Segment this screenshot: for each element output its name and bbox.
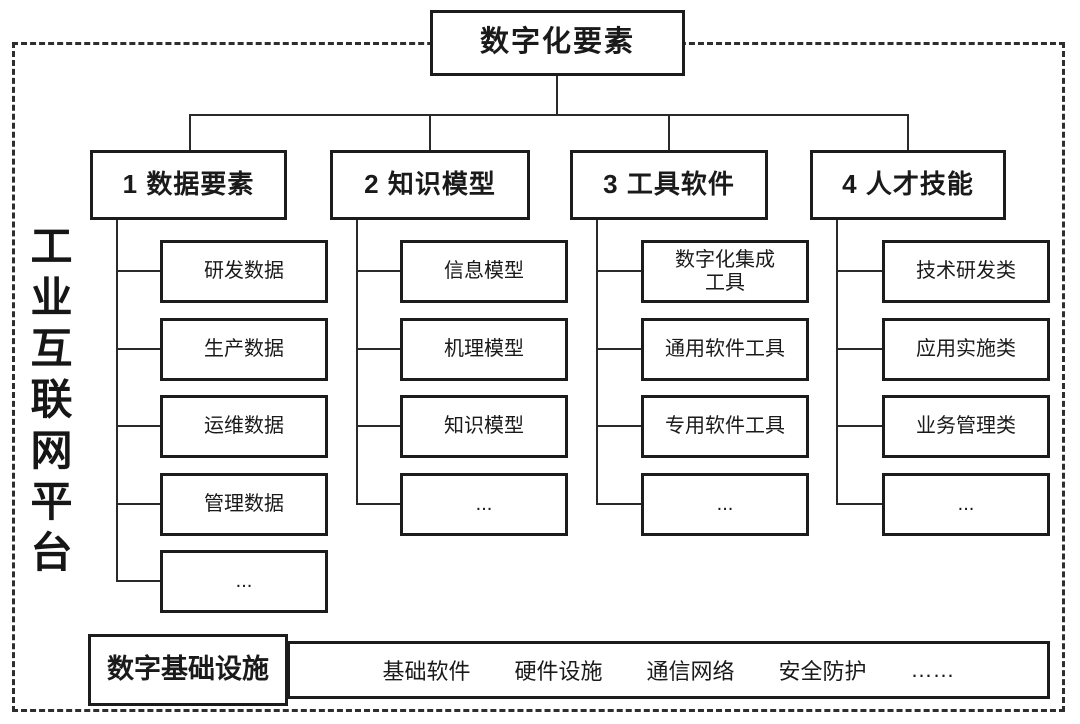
tree-node: ... xyxy=(882,473,1050,536)
connector-line xyxy=(116,580,160,582)
connector-line xyxy=(356,348,400,350)
connector-line xyxy=(836,220,838,505)
connector-line xyxy=(836,348,882,350)
connector-line xyxy=(116,270,160,272)
tree-node: 运维数据 xyxy=(160,395,328,458)
tree-node: 管理数据 xyxy=(160,473,328,536)
branch-header-data-elements: 1 数据要素 xyxy=(90,150,287,220)
connector-line xyxy=(596,503,641,505)
tree-node: 技术研发类 xyxy=(882,240,1050,303)
tree-node: 研发数据 xyxy=(160,240,328,303)
connector-line xyxy=(116,220,118,582)
infrastructure-item: …… xyxy=(910,657,955,682)
connector-line xyxy=(356,220,358,505)
tree-node: 业务管理类 xyxy=(882,395,1050,458)
tree-node: 生产数据 xyxy=(160,318,328,381)
connector-line xyxy=(189,114,909,116)
infrastructure-item: 硬件设施 xyxy=(514,659,603,684)
tree-node: 知识模型 xyxy=(400,395,568,458)
tree-node: 通用软件工具 xyxy=(641,318,809,381)
root-node: 数字化要素 xyxy=(430,10,685,76)
infrastructure-node: 数字基础设施 xyxy=(88,634,288,706)
connector-line xyxy=(596,270,641,272)
connector-line xyxy=(668,114,670,152)
tree-node: 应用实施类 xyxy=(882,318,1050,381)
connector-line xyxy=(596,220,598,505)
tree-node: ... xyxy=(400,473,568,536)
connector-line xyxy=(356,503,400,505)
connector-line xyxy=(907,114,909,152)
infrastructure-item: 基础软件 xyxy=(382,659,471,684)
infrastructure-item: 安全防护 xyxy=(778,659,867,684)
connector-line xyxy=(556,76,558,116)
tree-node: 专用软件工具 xyxy=(641,395,809,458)
connector-line xyxy=(596,348,641,350)
connector-line xyxy=(356,270,400,272)
connector-line xyxy=(836,270,882,272)
connector-line xyxy=(116,348,160,350)
tree-node: 机理模型 xyxy=(400,318,568,381)
infrastructure-bar: 基础软件 硬件设施 通信网络 安全防护 …… xyxy=(287,641,1050,699)
connector-line xyxy=(836,503,882,505)
connector-line xyxy=(356,425,400,427)
tree-node: ... xyxy=(641,473,809,536)
tree-node: 数字化集成 工具 xyxy=(641,240,809,303)
tree-node: ... xyxy=(160,550,328,613)
tree-node: 信息模型 xyxy=(400,240,568,303)
branch-header-talent-skills: 4 人才技能 xyxy=(810,150,1006,220)
connector-line xyxy=(596,425,641,427)
infrastructure-item: 通信网络 xyxy=(646,659,735,684)
connector-line xyxy=(116,503,160,505)
connector-line xyxy=(836,425,882,427)
platform-label: 工业互联网平台 xyxy=(25,224,72,581)
connector-line xyxy=(116,425,160,427)
connector-line xyxy=(189,114,191,152)
branch-header-knowledge-models: 2 知识模型 xyxy=(330,150,530,220)
connector-line xyxy=(429,114,431,152)
branch-header-tool-software: 3 工具软件 xyxy=(570,150,768,220)
